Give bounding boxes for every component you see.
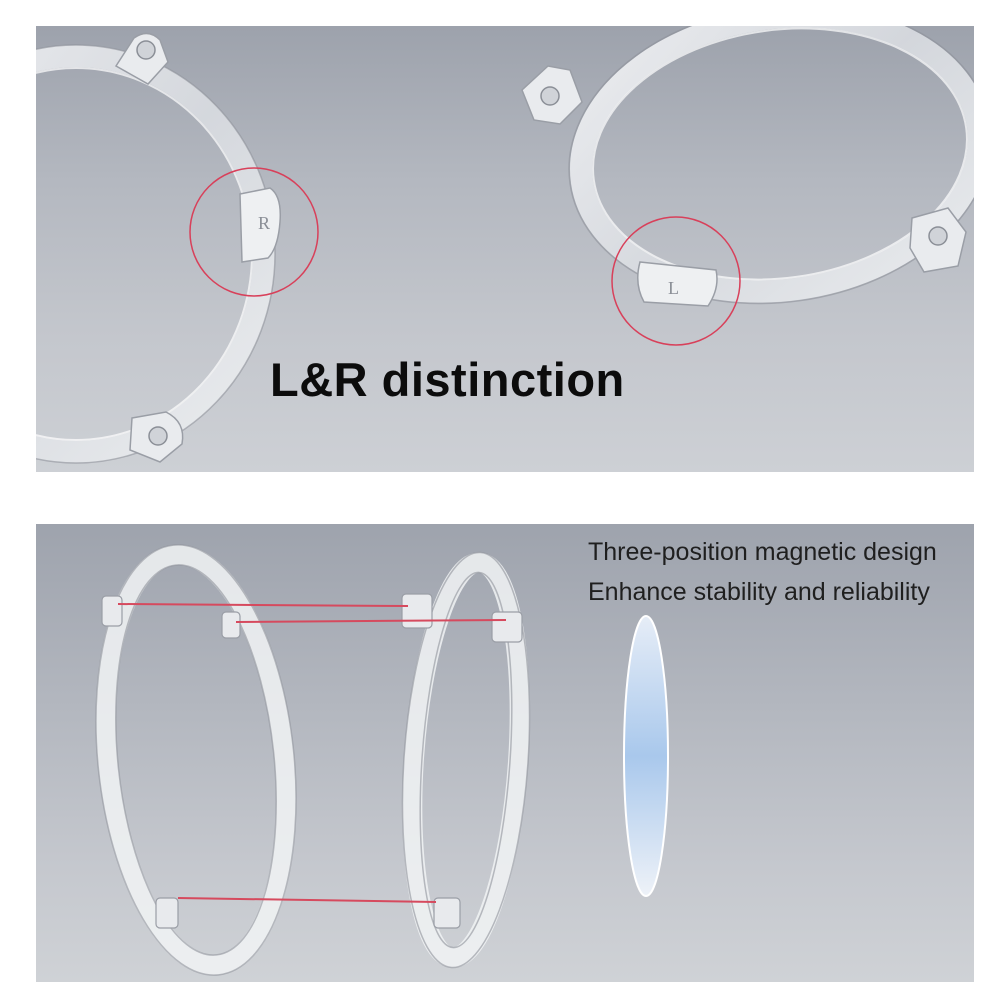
right-lens-ring (521, 26, 974, 307)
alignment-line-middle (235, 619, 507, 623)
caption-stability: Enhance stability and reliability (588, 578, 930, 606)
bottom-panel-illustration (95, 544, 669, 976)
right-ring-side-view (401, 551, 531, 969)
alignment-line-bottom (177, 897, 437, 903)
left-ring-side-view (95, 544, 297, 976)
top-panel-illustration: R L (36, 26, 974, 464)
left-mark-label: R (258, 213, 270, 233)
bottom-panel: Three-position magnetic design Enhance s… (36, 524, 974, 982)
highlight-circle-right (611, 216, 741, 346)
caption-magnetic-design: Three-position magnetic design (588, 538, 937, 566)
left-lens-ring (36, 32, 282, 464)
right-mark-label: L (668, 278, 679, 298)
highlight-circle-left (189, 167, 319, 297)
lens-disc-icon (623, 615, 669, 897)
top-panel: R L L&R distinction (36, 26, 974, 472)
heading-lr-distinction: L&R distinction (270, 353, 625, 406)
alignment-line-top (117, 603, 409, 607)
